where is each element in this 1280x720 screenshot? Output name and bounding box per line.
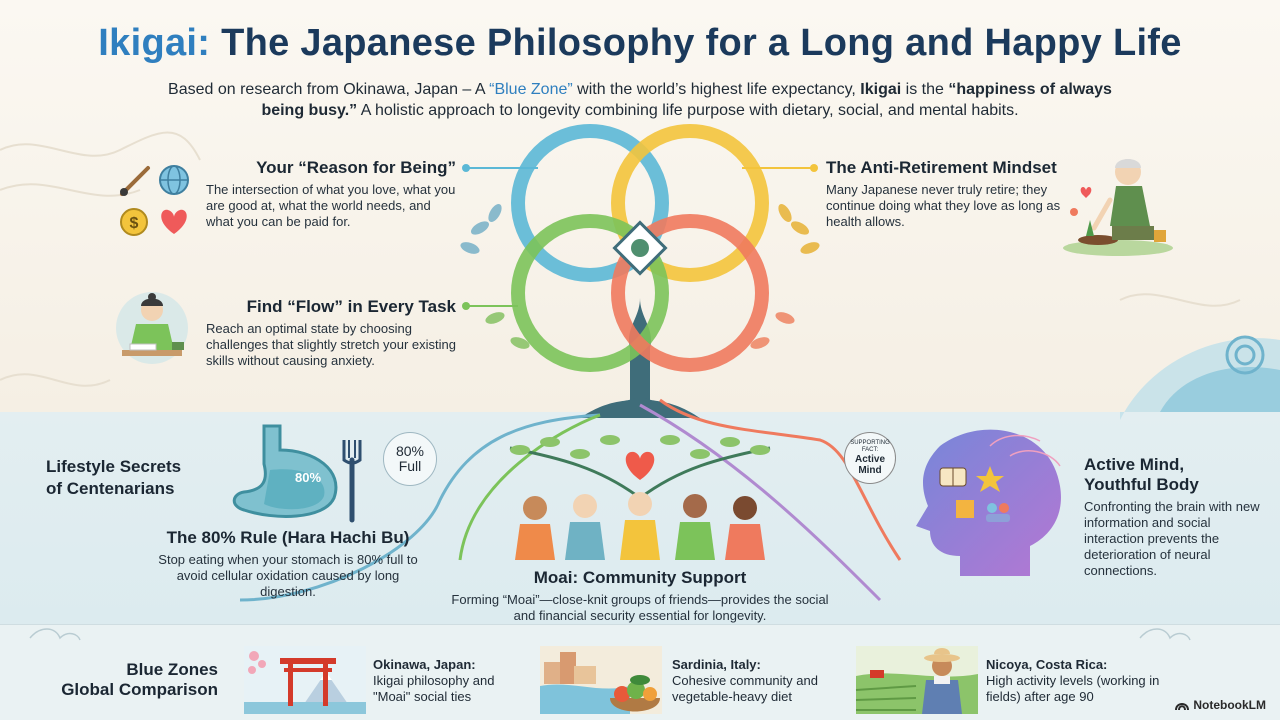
feature-moai: Moai: Community Support Forming “Moai”—c… (450, 568, 830, 624)
feature-text: Stop eating when your stomach is 80% ful… (158, 552, 418, 599)
paintbrush-icon (120, 166, 150, 196)
globe-icon (159, 165, 189, 195)
blue-zone-okinawa: Okinawa, Japan: Ikigai philosophy and "M… (373, 657, 533, 705)
fork-icon (342, 440, 362, 523)
lifestyle-heading-line2: of Centenarians (46, 479, 175, 498)
torii-gate-illustration (244, 646, 366, 714)
feature-title: Find “Flow” in Every Task (246, 297, 456, 316)
feature-text: Many Japanese never truly retire; they c… (826, 182, 1061, 229)
fact-line1: SUPPORTING (850, 440, 890, 446)
notebooklm-logo-icon (1175, 703, 1190, 711)
feature-text: Forming “Moai”—close-knit groups of frie… (451, 592, 829, 623)
intro-text: Based on research from Okinawa, Japan – … (168, 81, 1112, 119)
lifestyle-background (0, 412, 1280, 624)
money-icon: $ (120, 208, 148, 236)
notebooklm-watermark: NotebookLM (1175, 698, 1266, 712)
feature-title: Your “Reason for Being” (256, 158, 456, 177)
moai-community-illustration (509, 435, 771, 560)
eighty-percent-full-bubble: 80% Full (383, 432, 437, 486)
heart-icon (625, 451, 655, 480)
feature-text: Reach an optimal state by choosing chall… (206, 321, 457, 368)
fact-line4: Mind (858, 465, 882, 476)
feature-title-line2: Youthful Body (1084, 475, 1199, 494)
feature-flow: Find “Flow” in Every Task Reach an optim… (206, 297, 456, 369)
fact-line2: FACT: (861, 447, 879, 453)
heart-icon (1080, 187, 1092, 198)
blue-zone-nicoya: Nicoya, Costa Rica: High activity levels… (986, 657, 1176, 705)
blue-zone-desc: Cohesive community and vegetable-heavy d… (672, 673, 818, 704)
people-icon (987, 503, 997, 513)
blue-zones-heading-line1: Blue Zones (126, 660, 218, 679)
bubble-line2: Full (398, 458, 422, 474)
feature-text: Confronting the brain with new informati… (1084, 499, 1260, 578)
sardinia-village-illustration (540, 646, 662, 714)
blue-zone-desc: Ikigai philosophy and "Moai" social ties (373, 673, 495, 704)
supporting-fact-bubble: SUPPORTING FACT: Active Mind (844, 432, 896, 484)
blue-zone-name: Okinawa, Japan: (373, 657, 476, 672)
page-title: Ikigai: The Japanese Philosophy for a Lo… (98, 22, 1182, 64)
feature-reason-for-being: Your “Reason for Being” The intersection… (206, 158, 456, 230)
person-writing-illustration (116, 292, 188, 364)
star-icon (976, 466, 1004, 492)
stomach-illustration: 80% (232, 424, 362, 523)
stomach-percent-label: 80% (295, 470, 321, 485)
svg-text:$: $ (130, 215, 139, 232)
feature-active-mind: Active Mind, Youthful Body Confronting t… (1084, 455, 1264, 579)
blue-zone-name: Sardinia, Italy: (672, 657, 761, 672)
lifestyle-heading-line1: Lifestyle Secrets (46, 457, 182, 476)
feature-hara-hachi-bu: The 80% Rule (Hara Hachi Bu) Stop eating… (150, 528, 426, 600)
ikigai-tree-venn (460, 124, 820, 418)
watermark-text: NotebookLM (1193, 698, 1266, 712)
bubble-line1: 80% (395, 443, 425, 459)
feature-title: Moai: Community Support (533, 568, 747, 587)
blue-zone-desc: High activity levels (working in fields)… (986, 673, 1160, 704)
blue-zones-heading: Blue Zones Global Comparison (40, 660, 218, 704)
heart-icon (161, 209, 187, 234)
feature-title: The 80% Rule (Hara Hachi Bu) (166, 528, 410, 547)
feature-anti-retirement: The Anti-Retirement Mindset Many Japanes… (826, 158, 1076, 230)
feature-text: The intersection of what you love, what … (206, 182, 456, 229)
feature-title: The Anti-Retirement Mindset (826, 158, 1057, 177)
four-purpose-icons: $ (120, 165, 189, 236)
lifestyle-heading: Lifestyle Secrets of Centenarians (46, 456, 216, 504)
brain-head-illustration (916, 429, 1061, 576)
blue-zone-name: Nicoya, Costa Rica: (986, 657, 1108, 672)
elderly-gardener-illustration (1063, 159, 1173, 256)
blue-zones-heading-line2: Global Comparison (61, 680, 218, 699)
puzzle-icon (956, 500, 974, 518)
nicoya-farmer-illustration (855, 646, 978, 714)
feature-title-line1: Active Mind, (1084, 455, 1185, 474)
fact-line3: Active (854, 454, 885, 465)
blue-zone-sardinia: Sardinia, Italy: Cohesive community and … (672, 657, 842, 705)
